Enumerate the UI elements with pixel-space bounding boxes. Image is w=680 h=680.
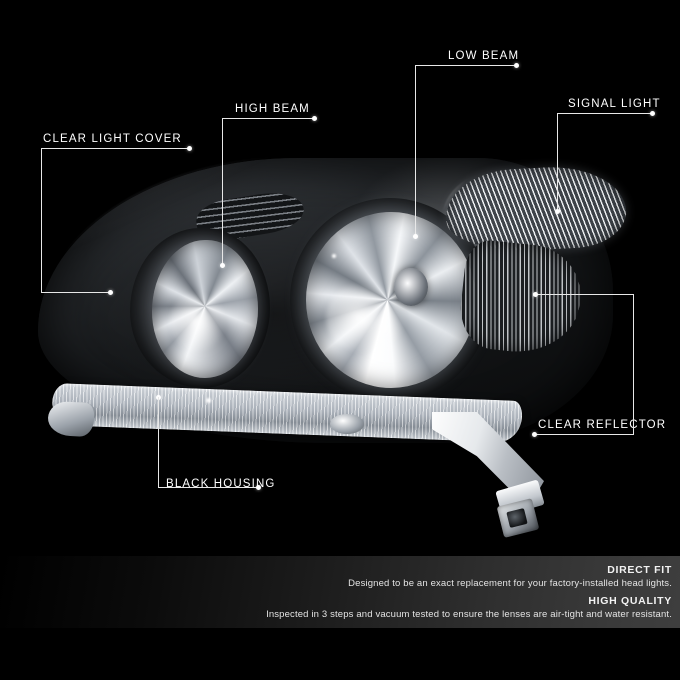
leader-underline xyxy=(41,148,189,149)
leader-dot-target xyxy=(108,290,113,295)
leader-dot-label-end xyxy=(187,146,192,151)
leader-dot-target xyxy=(555,209,560,214)
leader-dot-label-end xyxy=(256,485,261,490)
leader-dot-target xyxy=(220,263,225,268)
leader-dot-label-end xyxy=(312,116,317,121)
feature-panel: DIRECT FIT Designed to be an exact repla… xyxy=(0,556,680,628)
high-beam-highlight xyxy=(170,290,228,354)
leader-vertical xyxy=(222,118,223,266)
leader-vertical xyxy=(633,294,634,434)
callout-label-low-beam: LOW BEAM xyxy=(448,50,520,62)
feature-high-quality: HIGH QUALITY Inspected in 3 steps and va… xyxy=(266,595,672,620)
leader-vertical xyxy=(415,65,416,237)
callout-label-clear-reflector: CLEAR REFLECTOR xyxy=(538,419,667,431)
callout-label-clear-light-cover: CLEAR LIGHT COVER xyxy=(43,133,182,145)
leader-underline xyxy=(557,113,652,114)
callout-label-high-beam: HIGH BEAM xyxy=(235,103,310,115)
leader-underline xyxy=(222,118,314,119)
leader-dot-label-end xyxy=(514,63,519,68)
leader-underline xyxy=(415,65,516,66)
feature-title: HIGH QUALITY xyxy=(588,595,672,607)
feature-direct-fit: DIRECT FIT Designed to be an exact repla… xyxy=(348,564,672,589)
leader-vertical xyxy=(158,397,159,487)
feature-description: Inspected in 3 steps and vacuum tested t… xyxy=(266,609,672,620)
leader-underline xyxy=(535,434,634,435)
headlight-assembly-photo xyxy=(0,140,680,550)
leader-horizontal xyxy=(41,292,111,293)
leader-dot-label-end xyxy=(650,111,655,116)
trim-lens-node-right xyxy=(330,414,364,434)
feature-title: DIRECT FIT xyxy=(607,564,672,576)
feature-description: Designed to be an exact replacement for … xyxy=(348,578,672,589)
leader-vertical xyxy=(557,113,558,212)
leader-underline xyxy=(158,487,258,488)
low-beam-bulb-shield xyxy=(394,268,428,306)
lens-sparkle xyxy=(332,254,336,258)
leader-horizontal xyxy=(536,294,634,295)
leader-vertical xyxy=(41,148,42,293)
left-mounting-tab xyxy=(47,400,95,438)
leader-dot-target xyxy=(533,292,538,297)
leader-dot-label-end xyxy=(532,432,537,437)
callout-label-signal-light: SIGNAL LIGHT xyxy=(568,98,661,110)
lens-sparkle xyxy=(206,398,211,403)
leader-dot-target xyxy=(413,234,418,239)
